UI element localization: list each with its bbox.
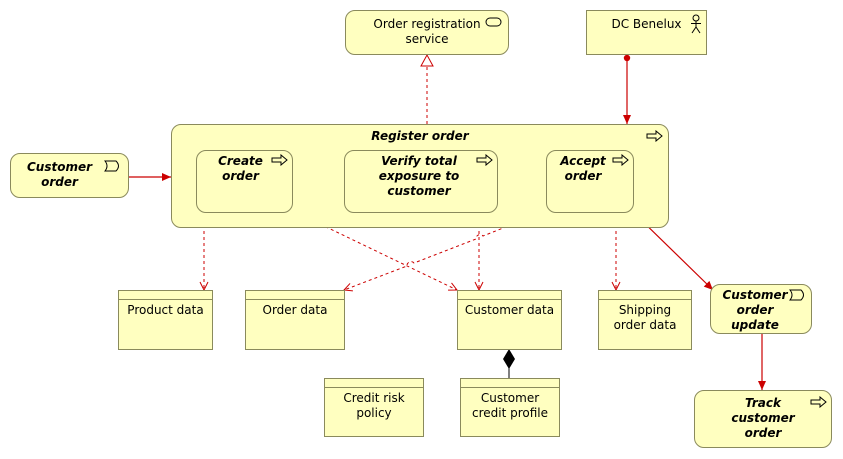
event-icon — [104, 160, 119, 172]
event-icon — [789, 289, 804, 301]
credit-risk-policy-object[interactable]: Credit risk policy — [324, 378, 424, 437]
data-object-header-band — [246, 299, 344, 300]
credit-risk-policy-label: Credit risk policy — [343, 391, 405, 420]
process-arrow-icon — [271, 154, 288, 166]
actor-icon — [691, 14, 701, 34]
data-object-header-band — [119, 299, 212, 300]
track-customer-order-process[interactable]: Track customer order — [694, 390, 832, 448]
data-object-header-band — [458, 299, 561, 300]
customer-credit-profile-label: Customer credit profile — [471, 391, 549, 420]
register-order-label: Register order — [371, 129, 469, 143]
access-accept-to-order-data — [344, 210, 547, 290]
product-data-object[interactable]: Product data — [118, 290, 213, 350]
track-customer-order-label: Track customer order — [731, 396, 795, 440]
verify-total-exposure-process[interactable]: Verify total exposure to customer — [344, 150, 498, 213]
order-data-label: Order data — [262, 303, 328, 317]
customer-order-event[interactable]: Customer order — [10, 153, 129, 198]
data-object-header-band — [325, 387, 423, 388]
process-arrow-icon — [646, 130, 663, 142]
create-order-label: Create order — [218, 154, 263, 183]
order-registration-service[interactable]: Order registration service — [345, 10, 509, 55]
customer-credit-profile-object[interactable]: Customer credit profile — [460, 378, 560, 437]
process-arrow-icon — [476, 154, 493, 166]
dc-benelux-label: DC Benelux — [611, 17, 682, 31]
customer-data-label: Customer data — [464, 303, 555, 317]
customer-data-object[interactable]: Customer data — [457, 290, 562, 350]
product-data-label: Product data — [127, 303, 204, 317]
verify-total-exposure-label: Verify total exposure to customer — [378, 154, 460, 198]
dc-benelux-actor[interactable]: DC Benelux — [586, 10, 707, 55]
create-order-process[interactable]: Create order — [196, 150, 293, 213]
accept-order-label: Accept order — [560, 154, 606, 183]
data-object-header-band — [599, 299, 691, 300]
shipping-order-data-object[interactable]: Shipping order data — [598, 290, 692, 350]
process-arrow-icon — [810, 396, 827, 408]
customer-order-update-label: Customer order update — [722, 288, 788, 332]
order-data-object[interactable]: Order data — [245, 290, 345, 350]
composition-diamond — [503, 349, 515, 369]
order-registration-service-label: Order registration service — [373, 17, 481, 46]
process-arrow-icon — [612, 154, 629, 166]
service-icon — [485, 17, 502, 27]
shipping-order-data-label: Shipping order data — [613, 303, 677, 332]
customer-order-update-event[interactable]: Customer order update — [710, 284, 812, 334]
data-object-header-band — [461, 387, 559, 388]
accept-order-process[interactable]: Accept order — [546, 150, 634, 213]
customer-order-label: Customer order — [26, 160, 93, 189]
